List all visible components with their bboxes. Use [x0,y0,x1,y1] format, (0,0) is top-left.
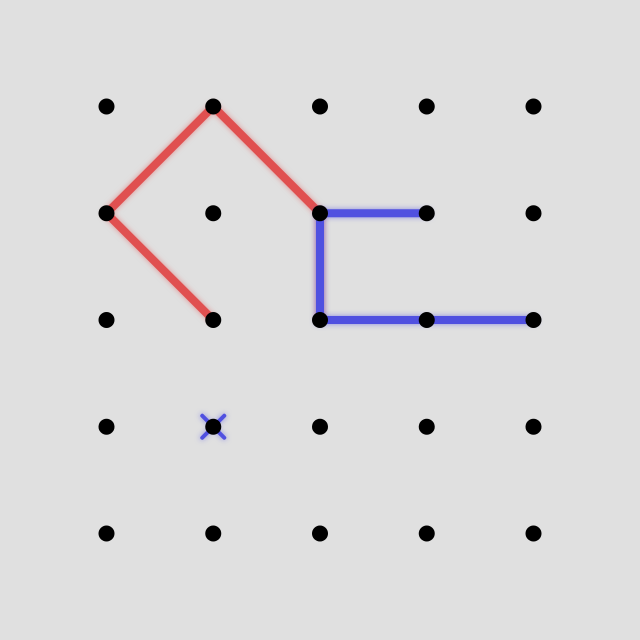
grid-dot-r3-c2[interactable] [312,418,328,435]
grid-dot-r2-c4[interactable] [525,312,542,328]
grid-dot-r4-c1[interactable] [205,525,222,542]
grid-dot-r0-c2[interactable] [312,98,328,115]
grid-dot-r1-c0[interactable] [98,205,115,222]
grid-dot-r4-c4[interactable] [525,525,542,542]
grid-dot-r1-c2[interactable] [312,205,328,222]
grid-dot-r4-c3[interactable] [418,525,435,542]
grid-dot-r2-c2[interactable] [312,312,328,328]
grid-dot-r3-c3[interactable] [418,418,435,435]
grid-dot-r3-c0[interactable] [98,418,115,435]
grid-dot-r1-c4[interactable] [525,205,542,222]
grid-dot-r3-c1[interactable] [205,418,222,435]
grid-dot-r1-c1[interactable] [205,205,222,222]
dots-layer [98,98,542,542]
grid-dot-r2-c3[interactable] [418,312,435,328]
grid-dot-r0-c4[interactable] [525,98,542,115]
grid-dot-r4-c0[interactable] [98,525,115,542]
grid-dot-r2-c0[interactable] [98,312,115,328]
grid-dot-r0-c1[interactable] [205,98,222,115]
grid-dot-r0-c3[interactable] [418,98,435,115]
grid-dot-r3-c4[interactable] [525,418,542,435]
grid-dot-r1-c3[interactable] [418,205,435,222]
grid-dot-r0-c0[interactable] [98,98,115,115]
grid-dot-r4-c2[interactable] [312,525,328,542]
grid-dot-r2-c1[interactable] [205,312,222,328]
